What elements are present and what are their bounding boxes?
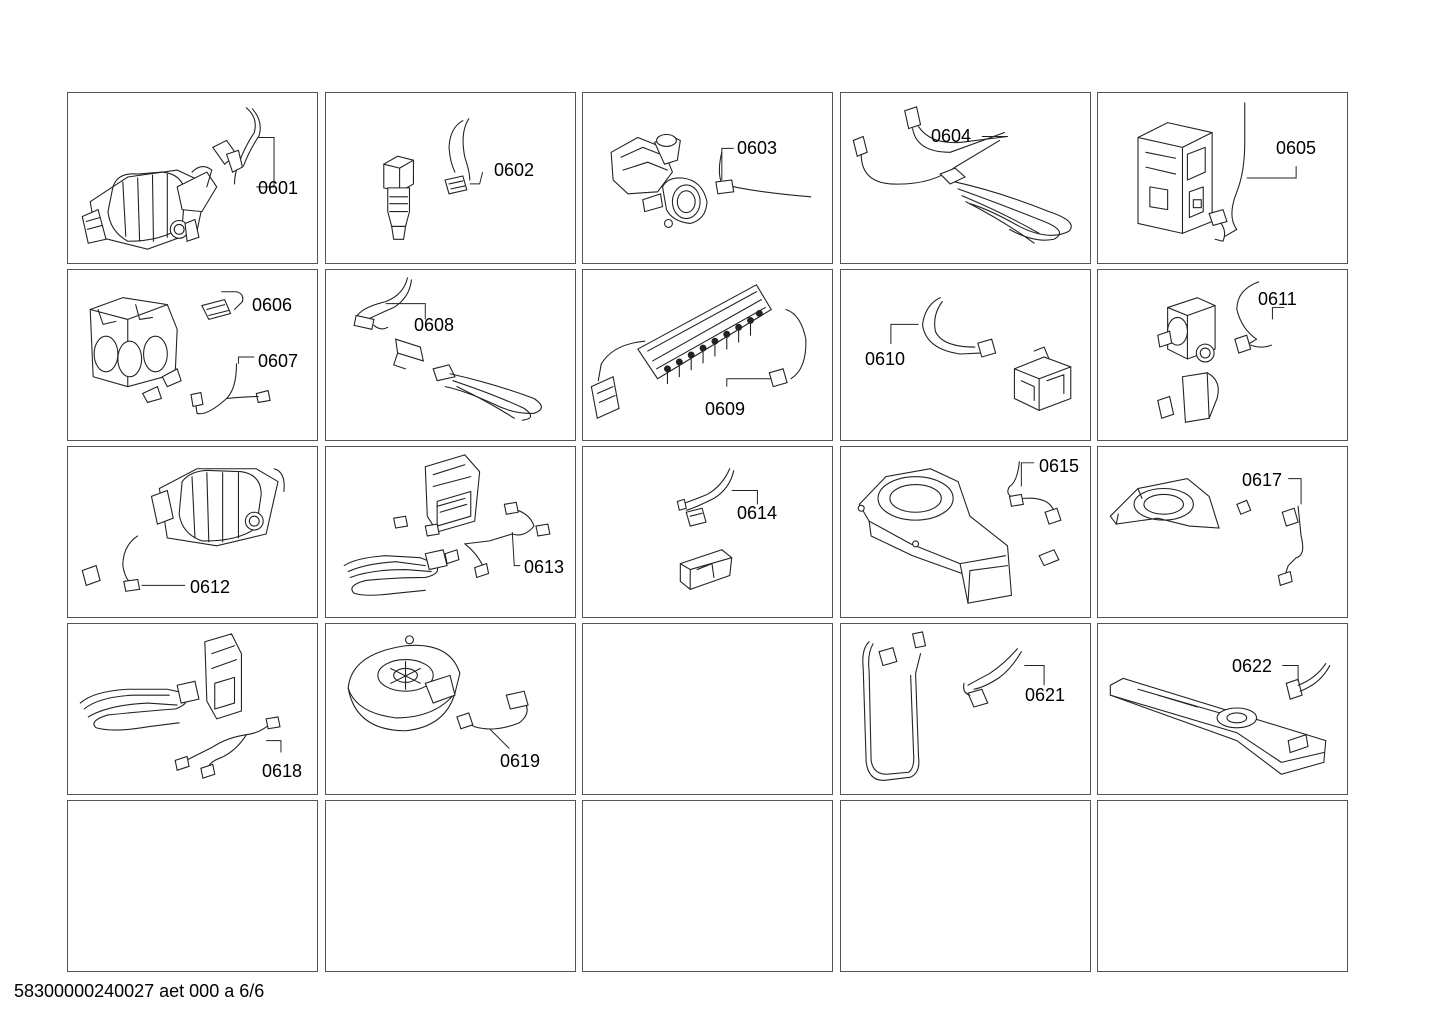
part-label: 0608 bbox=[414, 315, 455, 335]
part-cell-0621[interactable]: 0621 bbox=[840, 623, 1091, 795]
part-label: 0611 bbox=[1258, 289, 1297, 309]
heater-illustration bbox=[852, 106, 1072, 244]
document-id: 58300000240027 aet 000 a 6/6 bbox=[14, 981, 265, 1001]
part-cell-blank-4-0[interactable] bbox=[67, 800, 318, 972]
part-cell-0618[interactable]: 0618 bbox=[67, 623, 318, 795]
part-label: 0605 bbox=[1276, 138, 1317, 158]
heater-sensor-illustration bbox=[353, 277, 542, 421]
part-label: 0622 bbox=[1232, 656, 1273, 676]
part-label: 0612 bbox=[190, 577, 231, 597]
part-cell-0602[interactable]: 0602 bbox=[325, 92, 576, 264]
part-label: 0604 bbox=[931, 126, 972, 146]
module-illustration bbox=[1137, 102, 1297, 242]
valve-block-illustration bbox=[89, 291, 271, 415]
part-cell-0603[interactable]: 0603 bbox=[582, 92, 833, 264]
part-cell-0614[interactable]: 0614 bbox=[582, 446, 833, 618]
part-cell-0612[interactable]: 0612 bbox=[67, 446, 318, 618]
part-cell-blank-4-4[interactable] bbox=[1097, 800, 1348, 972]
part-label: 0614 bbox=[737, 503, 778, 523]
part-label: 0609 bbox=[705, 399, 746, 419]
fan-motor-illustration bbox=[347, 635, 529, 749]
part-cell-0617[interactable]: 0617 bbox=[1097, 446, 1348, 618]
part-cell-blank-3-2[interactable] bbox=[582, 623, 833, 795]
part-cell-0622[interactable]: 0622 bbox=[1097, 623, 1348, 795]
fan-duct-illustration bbox=[1109, 478, 1304, 587]
sensor-cable-illustration bbox=[676, 468, 758, 590]
control-board-illustration bbox=[590, 284, 807, 420]
part-cell-0604[interactable]: 0604 bbox=[840, 92, 1091, 264]
pressure-sensor-illustration bbox=[383, 118, 484, 240]
door-lock-illustration bbox=[890, 297, 1072, 411]
fan-housing-illustration bbox=[857, 461, 1062, 604]
bracket-illustration bbox=[1109, 662, 1331, 775]
part-label: 0615 bbox=[1039, 456, 1080, 476]
part-label: 0613 bbox=[524, 557, 565, 577]
part-label: 0621 bbox=[1025, 685, 1066, 705]
inlet-valve-illustration bbox=[1157, 281, 1285, 423]
part-label: 0617 bbox=[1242, 470, 1283, 490]
part-cell-0601[interactable]: 0601 bbox=[67, 92, 318, 264]
part-label: 0610 bbox=[865, 349, 906, 369]
heater-board-illustration bbox=[79, 633, 282, 779]
part-cell-blank-4-1[interactable] bbox=[325, 800, 576, 972]
motor-illustration bbox=[81, 468, 285, 592]
part-label: 0618 bbox=[262, 761, 303, 781]
part-cell-blank-4-3[interactable] bbox=[840, 800, 1091, 972]
part-cell-0608[interactable]: 0608 bbox=[325, 269, 576, 441]
part-cell-0606[interactable]: 0606 0607 bbox=[67, 269, 318, 441]
part-cell-0605[interactable]: 0605 bbox=[1097, 92, 1348, 264]
part-label: 0606 bbox=[252, 295, 293, 315]
part-label: 0602 bbox=[494, 160, 535, 180]
part-cell-0619[interactable]: 0619 bbox=[325, 623, 576, 795]
heater-wiring-illustration bbox=[343, 454, 551, 596]
part-cell-0613[interactable]: 0613 bbox=[325, 446, 576, 618]
part-cell-0609[interactable]: 0609 bbox=[582, 269, 833, 441]
part-cell-0611[interactable]: 0611 bbox=[1097, 269, 1348, 441]
part-label: 0607 bbox=[258, 351, 299, 371]
motor-illustration bbox=[81, 107, 275, 250]
cable-harness-illustration bbox=[862, 631, 1045, 781]
drain-pump-illustration bbox=[610, 133, 812, 228]
part-cell-0615[interactable]: 0615 bbox=[840, 446, 1091, 618]
part-cell-blank-4-2[interactable] bbox=[582, 800, 833, 972]
part-label: 0601 bbox=[258, 178, 299, 198]
part-label: 0603 bbox=[737, 138, 778, 158]
part-cell-0610[interactable]: 0610 bbox=[840, 269, 1091, 441]
part-label: 0619 bbox=[500, 751, 541, 771]
